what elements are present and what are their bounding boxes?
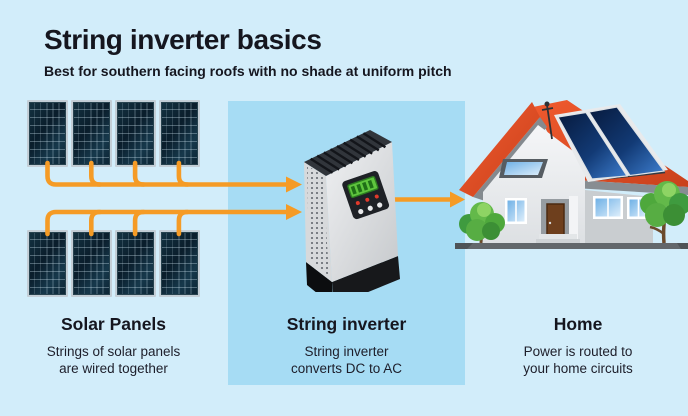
home-graphic bbox=[455, 100, 688, 249]
right-tree bbox=[640, 181, 688, 244]
home-heading: Home bbox=[553, 314, 603, 334]
left-bush bbox=[459, 202, 505, 244]
solar-panel bbox=[114, 230, 156, 297]
arrowhead-output bbox=[450, 191, 465, 208]
string-inverter-graphic bbox=[304, 130, 400, 292]
solar-panel bbox=[70, 100, 112, 167]
solar-panel bbox=[27, 230, 68, 297]
wire-top-bus bbox=[45, 160, 290, 187]
solar-panel bbox=[27, 100, 68, 167]
arrowhead-top bbox=[286, 176, 302, 193]
door-knob bbox=[548, 221, 552, 225]
side-window-1 bbox=[593, 196, 623, 219]
wire-bottom-bus bbox=[45, 209, 290, 237]
solar-panels-heading: Solar Panels bbox=[60, 314, 167, 334]
inverter-buttons bbox=[358, 202, 383, 215]
front-window bbox=[505, 198, 527, 224]
inverter-base bbox=[306, 262, 333, 292]
inverter-status-leds bbox=[355, 194, 379, 206]
header: String inverter basics Best for southern… bbox=[44, 24, 452, 79]
rooftop-solar-panels bbox=[554, 104, 668, 182]
string-inverter-description: String inverter converts DC to AC bbox=[290, 344, 403, 376]
caption-home: Home Power is routed to your home circui… bbox=[475, 314, 681, 377]
home-description: Power is routed to your home circuits bbox=[523, 344, 633, 376]
string-inverter-heading: String inverter bbox=[286, 314, 407, 334]
arrowhead-bottom bbox=[286, 204, 302, 220]
roof-antenna bbox=[541, 101, 554, 140]
porch-steps bbox=[536, 234, 580, 243]
page-title: String inverter basics bbox=[44, 24, 322, 55]
caption-solar-panels: Solar Panels Strings of solar panels are… bbox=[27, 314, 200, 377]
solar-panels-description: Strings of solar panels are wired togeth… bbox=[46, 344, 181, 376]
attic-window bbox=[499, 159, 548, 178]
porch-pillar bbox=[569, 196, 578, 243]
caption-string-inverter: String inverter String inverter converts… bbox=[228, 314, 465, 377]
inverter-display bbox=[342, 171, 390, 220]
page-subtitle: Best for southern facing roofs with no s… bbox=[44, 63, 452, 79]
